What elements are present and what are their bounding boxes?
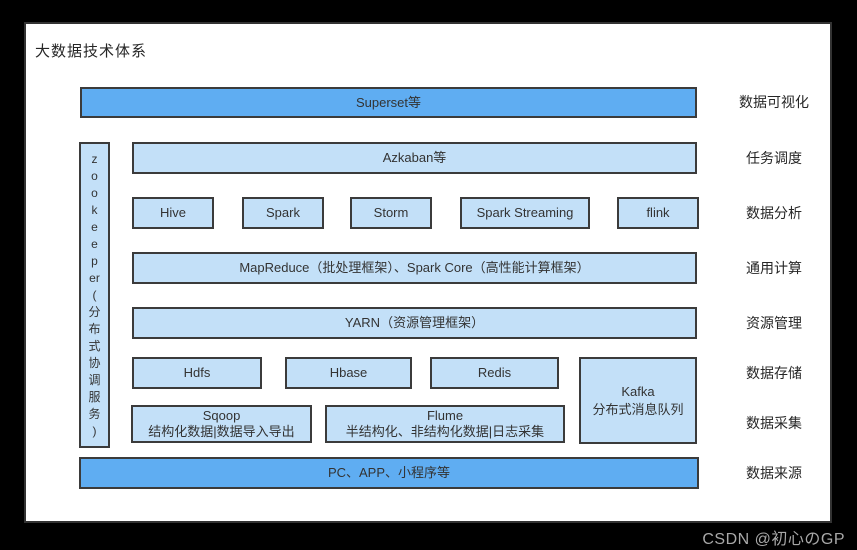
sqoop-name: Sqoop — [202, 408, 241, 423]
storm-box: Storm — [350, 197, 432, 229]
redis-box: Redis — [430, 357, 559, 389]
csdn-watermark: CSDN @初心のGP — [702, 531, 845, 548]
row-label-scheduling: 任务调度 — [746, 150, 802, 166]
row-label-computing: 通用计算 — [746, 260, 802, 276]
row-label-resource: 资源管理 — [746, 315, 802, 331]
hive-box: Hive — [132, 197, 214, 229]
row-label-ingestion: 数据采集 — [746, 415, 802, 431]
mapreduce-sparkcore-box: MapReduce（批处理框架）、Spark Core（高性能计算框架） — [132, 252, 697, 284]
superset-box: Superset等 — [80, 87, 697, 118]
flume-box: Flume 半结构化、非结构化数据|日志采集 — [325, 405, 565, 443]
sqoop-desc: 结构化数据|数据导入导出 — [148, 424, 295, 439]
row-label-storage: 数据存储 — [746, 365, 802, 381]
kafka-desc: 分布式消息队列 — [592, 401, 684, 417]
row-label-analysis: 数据分析 — [746, 205, 802, 221]
data-source-box: PC、APP、小程序等 — [79, 457, 699, 489]
zookeeper-box: z o o k e e p er ( 分 布 式 协 调 服 务 ) — [79, 142, 110, 448]
hbase-box: Hbase — [285, 357, 412, 389]
azkaban-box: Azkaban等 — [132, 142, 697, 174]
row-label-source: 数据来源 — [746, 465, 802, 481]
kafka-name: Kafka — [621, 383, 655, 399]
diagram-panel: 大数据技术体系 Superset等 z o o k e e p er ( 分 布… — [24, 22, 832, 523]
flume-name: Flume — [426, 408, 464, 423]
spark-streaming-box: Spark Streaming — [460, 197, 590, 229]
flume-desc: 半结构化、非结构化数据|日志采集 — [345, 424, 545, 439]
spark-box: Spark — [242, 197, 324, 229]
yarn-box: YARN（资源管理框架） — [132, 307, 697, 339]
diagram-title: 大数据技术体系 — [35, 43, 148, 60]
sqoop-box: Sqoop 结构化数据|数据导入导出 — [131, 405, 312, 443]
kafka-box: Kafka 分布式消息队列 — [579, 357, 697, 444]
flink-box: flink — [617, 197, 699, 229]
row-label-visualization: 数据可视化 — [739, 94, 809, 110]
hdfs-box: Hdfs — [132, 357, 262, 389]
